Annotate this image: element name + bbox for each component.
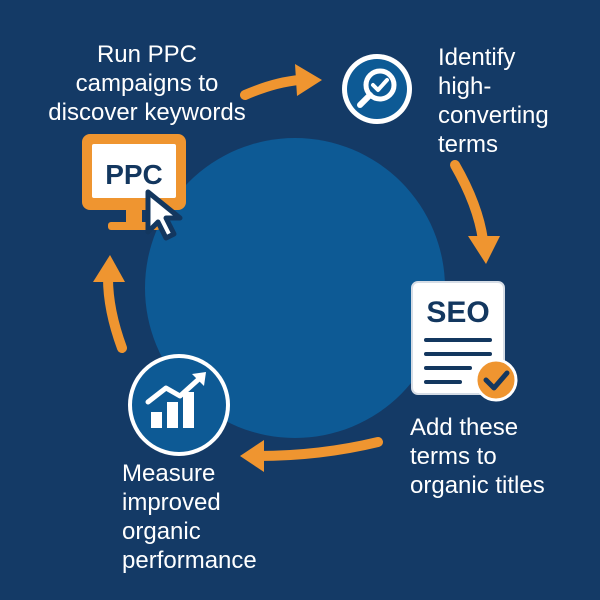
- arrowhead-identify-to-seo: [468, 236, 500, 264]
- seo-badge-text: SEO: [426, 296, 489, 329]
- step-label-run-ppc: Run PPC campaigns to discover keywords: [48, 41, 246, 126]
- arrowhead-ppc-to-identify: [295, 64, 322, 96]
- ppc-badge-text: PPC: [105, 159, 163, 190]
- arrow-seo-to-measure: [253, 437, 383, 461]
- step-label-add-terms: Add these terms to organic titles: [410, 414, 545, 499]
- arrow-ppc-to-identify: [240, 75, 305, 100]
- step-label-identify: Identify high- converting terms: [438, 44, 549, 158]
- magnifier-check-icon: [342, 54, 412, 124]
- arrow-measure-to-ppc: [103, 273, 127, 353]
- growth-chart-icon: [128, 354, 230, 456]
- monitor-cursor-icon: PPC: [82, 134, 186, 241]
- seo-document-check-icon: SEO: [411, 281, 518, 402]
- arrow-identify-to-seo: [450, 160, 488, 245]
- arrowhead-seo-to-measure: [240, 440, 264, 472]
- arrowhead-measure-to-ppc: [93, 255, 125, 282]
- step-label-measure: Measure improved organic performance: [122, 460, 257, 574]
